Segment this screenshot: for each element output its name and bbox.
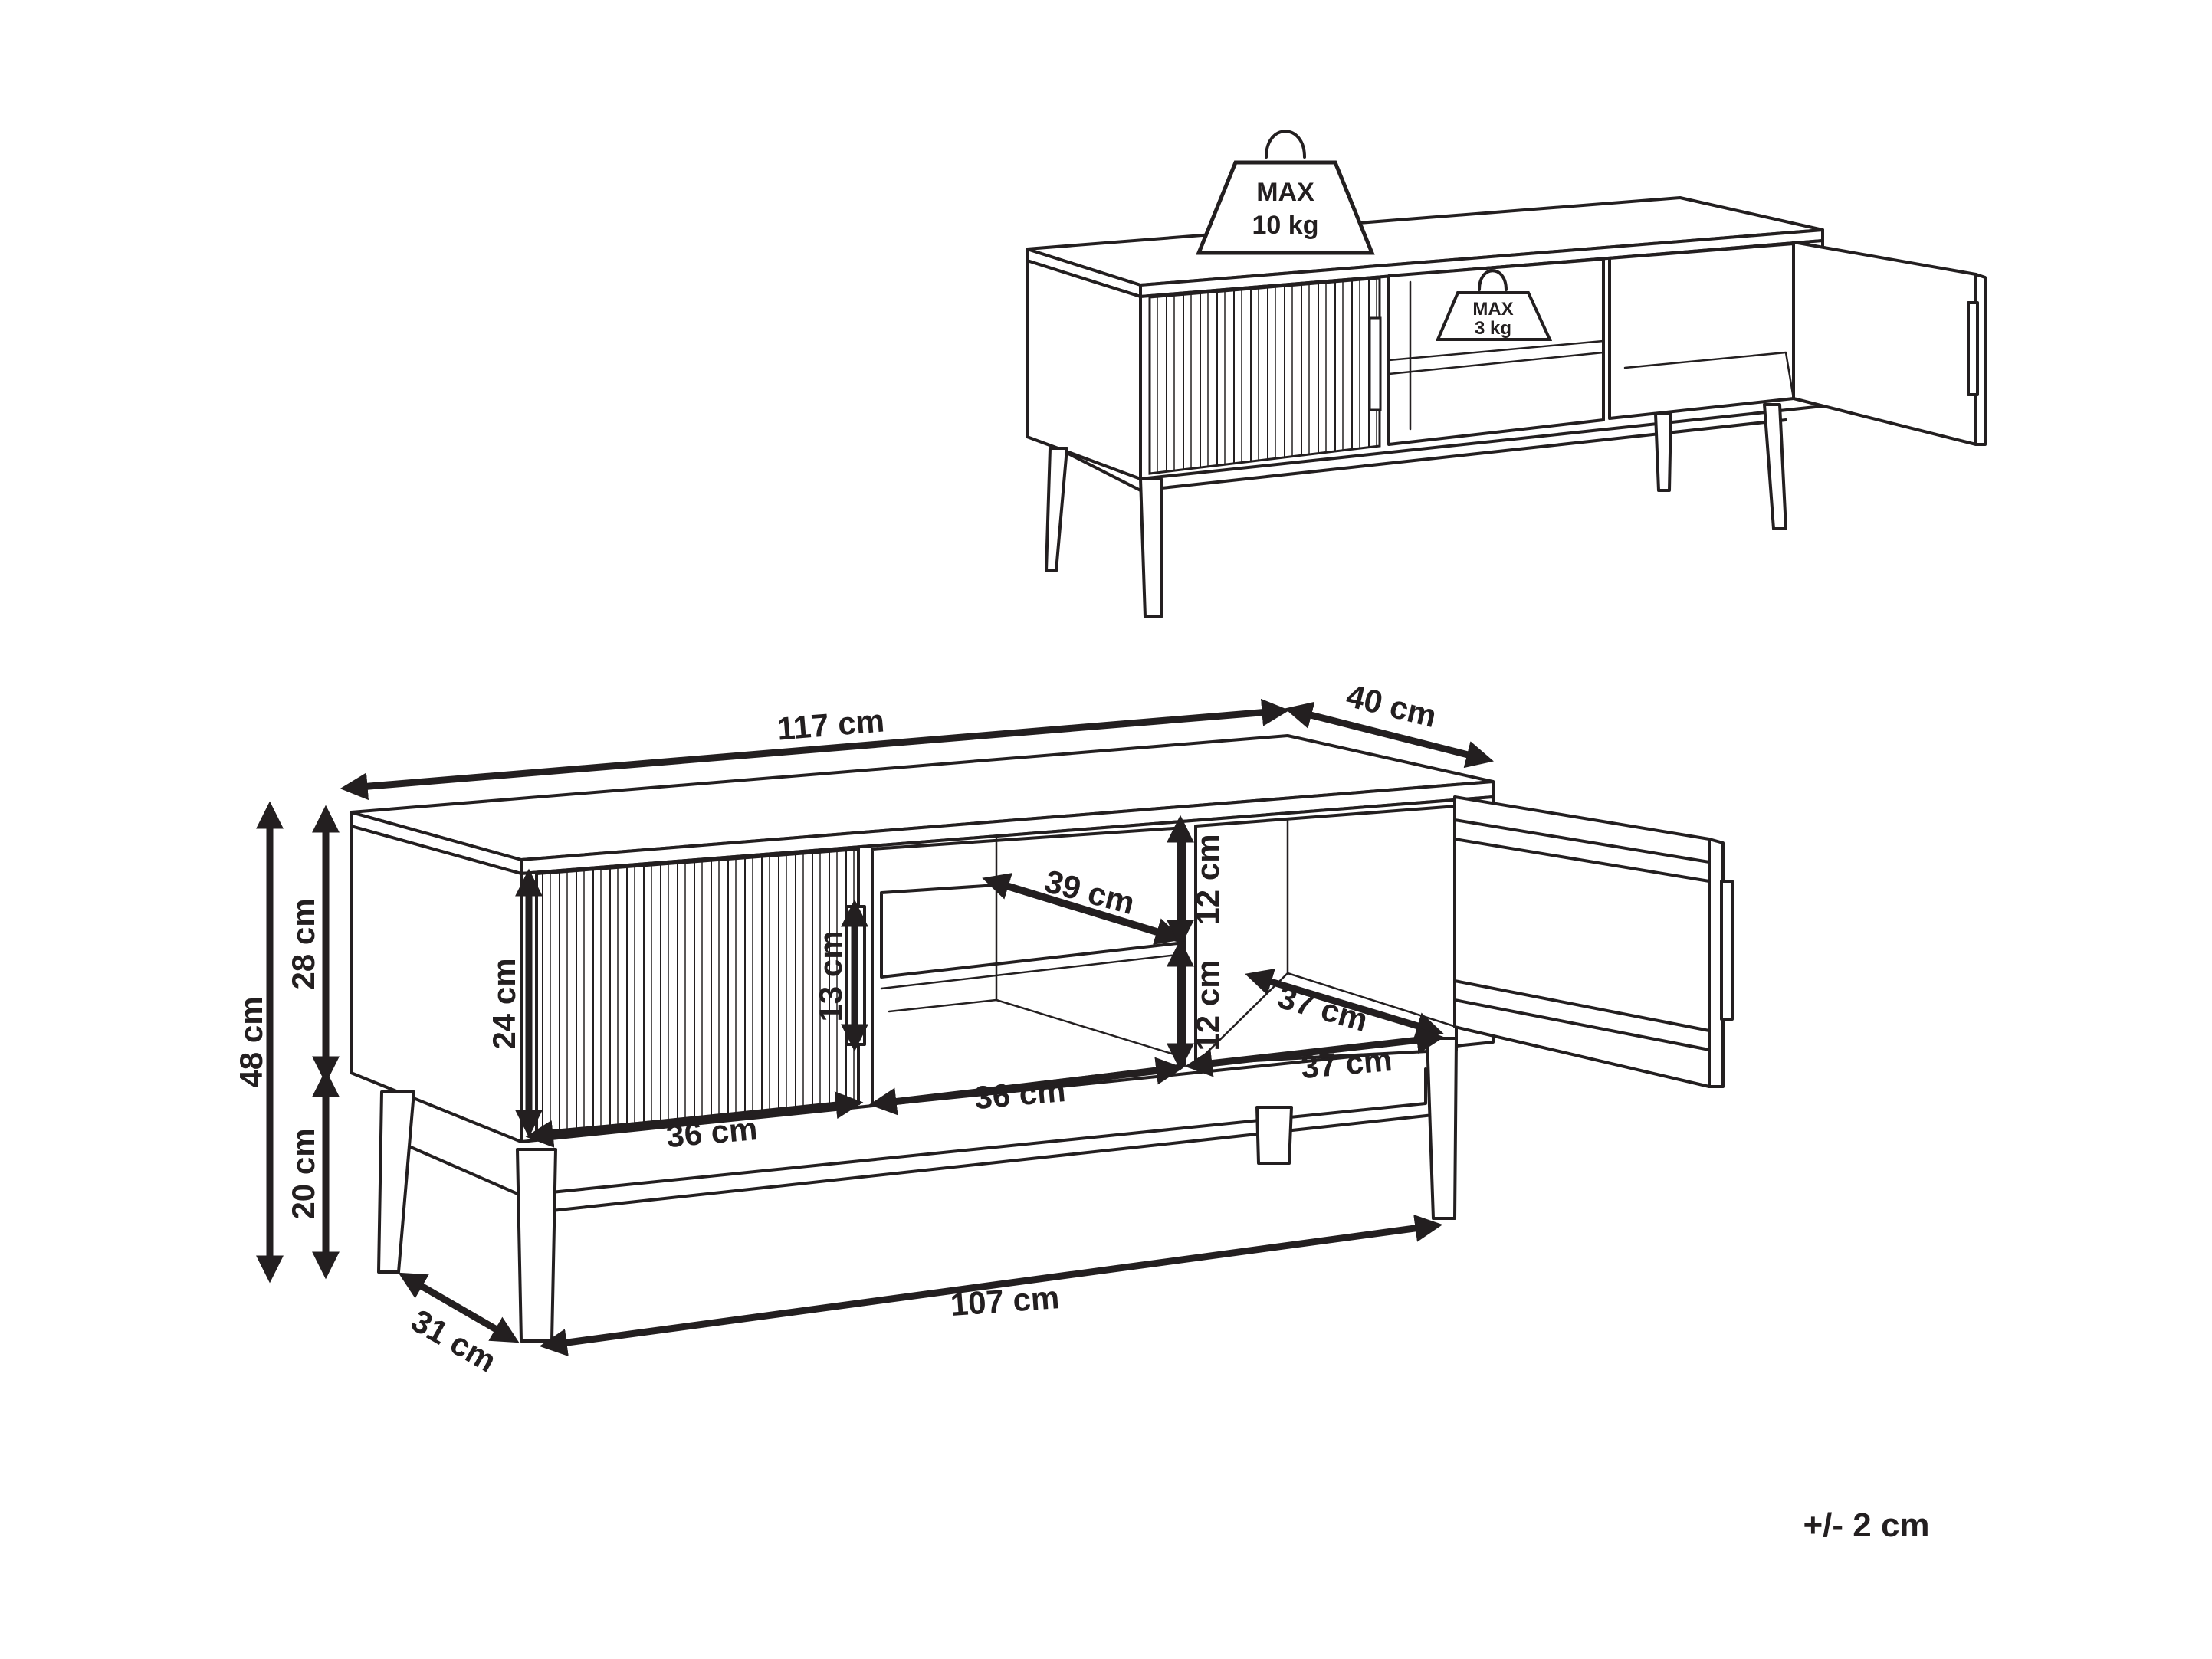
main-open-door-rail-bottom <box>1453 979 1711 1051</box>
small-right-floor <box>1623 351 1795 400</box>
label-left-door-width: 36 cm <box>665 1110 759 1154</box>
label-leg-span: 107 cm <box>949 1279 1060 1323</box>
weight-shelf-value: 3 kg <box>1475 318 1511 339</box>
weight-icon-top: MAX 10 kg <box>1196 130 1375 255</box>
weight-top-word: MAX <box>1256 178 1314 207</box>
arrow-shelf-depth <box>982 873 1183 945</box>
label-width-total: 117 cm <box>776 702 886 746</box>
main-door-handle-2 <box>1720 880 1734 1021</box>
label-tolerance: +/- 2 cm <box>1803 1507 1929 1544</box>
label-height-legs: 20 cm <box>285 1128 321 1219</box>
label-middle-compartment-width: 36 cm <box>973 1072 1067 1116</box>
dimension-view <box>350 734 1734 1343</box>
main-leg-left <box>377 1090 415 1274</box>
label-lower-compartment: 12 cm <box>1190 959 1226 1051</box>
small-shelf-line <box>1387 339 1605 375</box>
main-leg-right <box>1426 1037 1458 1220</box>
small-leg-front-right <box>1763 403 1787 530</box>
small-left-side <box>1026 259 1142 480</box>
small-leg-front-left <box>1045 447 1068 572</box>
small-right-compartment <box>1608 242 1795 420</box>
small-leg-back-right <box>1654 412 1672 492</box>
small-door-handle <box>1368 316 1382 411</box>
main-leg-back <box>1255 1106 1293 1165</box>
main-open-door-edge <box>1708 838 1725 1088</box>
perspective-view <box>1026 196 1987 618</box>
label-height-total: 48 cm <box>233 996 269 1087</box>
dimension-arrows <box>256 698 1494 1356</box>
label-height-body: 28 cm <box>285 898 321 989</box>
weight-shelf-word: MAX <box>1472 299 1513 320</box>
main-ribbed-door <box>535 847 860 1135</box>
arrow-leg-depth <box>398 1272 520 1343</box>
arrow-middle-compartment-width <box>868 1057 1184 1116</box>
main-leg-front <box>516 1148 557 1343</box>
arrow-right-compartment-width <box>1184 1026 1445 1077</box>
arrow-depth-total <box>1285 701 1494 769</box>
arrow-left-door-width <box>525 1091 864 1148</box>
arrow-width-total <box>340 698 1290 801</box>
arrow-leg-span <box>539 1215 1443 1356</box>
label-right-compartment-width: 37 cm <box>1299 1041 1393 1085</box>
small-ribbed-door <box>1148 277 1381 475</box>
weight-top-value: 10 kg <box>1252 211 1319 240</box>
small-leg-front-mid <box>1139 477 1163 618</box>
label-upper-compartment: 12 cm <box>1190 834 1226 925</box>
weight-icon-shelf: MAX 3 kg <box>1435 269 1553 341</box>
label-door-height: 24 cm <box>486 958 522 1049</box>
small-door-handle-2 <box>1967 301 1979 396</box>
small-middle-compartment <box>1387 257 1605 446</box>
main-open-door-rail-top <box>1453 818 1711 883</box>
arrow-right-inner-depth <box>1245 969 1444 1039</box>
small-open-door <box>1792 241 1977 446</box>
label-handle-height: 13 cm <box>812 930 848 1021</box>
label-leg-depth: 31 cm <box>405 1302 503 1379</box>
